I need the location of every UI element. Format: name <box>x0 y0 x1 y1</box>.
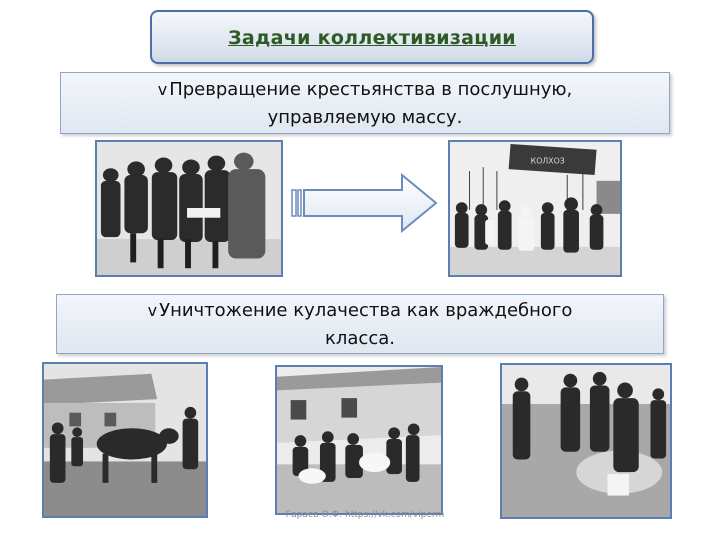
banner-text: КОЛХОЗ <box>531 156 565 165</box>
bullet-icon: v <box>157 80 168 99</box>
kulaks-under-guard-photo <box>500 363 672 519</box>
collective-farm-rally-photo: КОЛХОЗ <box>448 140 622 277</box>
footer-credit: Гараев О.Ф. https://vk.com/viperm <box>285 510 445 520</box>
task-2-line-1: Уничтожение кулачества как враждебного <box>159 300 573 321</box>
peasant-crowd-photo <box>95 140 283 277</box>
task-1-line-1: Превращение крестьянства в послушную, <box>169 79 573 100</box>
bullet-icon: v <box>147 301 158 320</box>
dekulakization-family-photo <box>275 365 443 515</box>
task-1-line-2: управляемую массу. <box>267 107 463 128</box>
title-box: Задачи коллективизации <box>150 10 594 64</box>
task-2-line-2: класса. <box>325 328 395 349</box>
cattle-confiscation-photo <box>42 362 208 518</box>
transformation-arrow <box>291 172 438 234</box>
slide-title: Задачи коллективизации <box>228 27 516 49</box>
